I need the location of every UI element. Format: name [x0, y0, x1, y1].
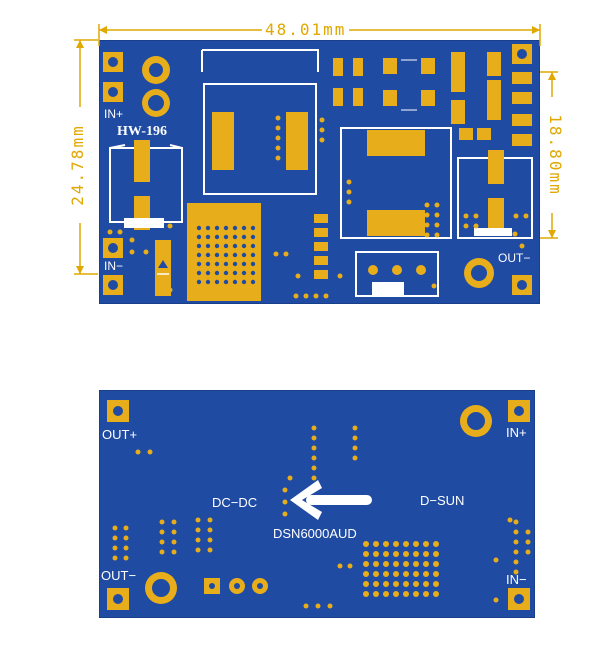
- model-label: HW-196: [117, 124, 168, 139]
- direction-arrow-icon: [290, 480, 372, 520]
- top-in-plus-label: IN+: [104, 107, 124, 121]
- part-number-label: DSN6000AUD: [273, 526, 357, 541]
- top-out-minus-label: OUT−: [498, 251, 531, 265]
- d-sun-label: D−SUN: [420, 493, 465, 508]
- bottom-out-plus-label: OUT+: [102, 427, 138, 442]
- top-in-minus-label: IN−: [104, 259, 124, 273]
- bottom-out-minus-label: OUT−: [101, 568, 137, 583]
- bottom-in-plus-label: IN+: [506, 425, 527, 440]
- width-dimension-label: 48.01mm: [262, 22, 350, 38]
- bottom-in-minus-label: IN−: [506, 572, 527, 587]
- dc-dc-label: DC−DC: [212, 495, 258, 510]
